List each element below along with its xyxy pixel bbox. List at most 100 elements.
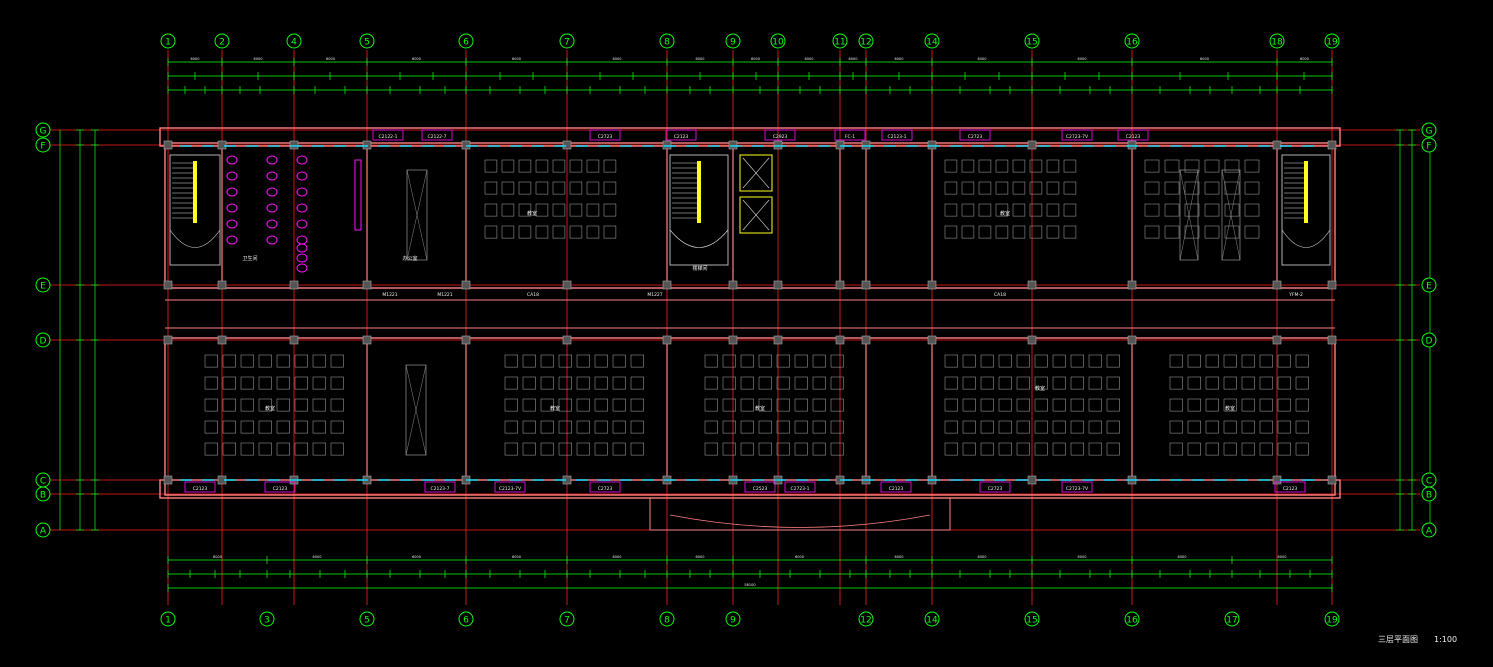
desk [1144,203,1160,217]
desk [330,442,344,456]
axis-bubble-G [1421,122,1437,138]
column [1027,475,1037,485]
desk [1070,354,1084,368]
bottom-dim-axis-value: 6000 [1278,555,1287,559]
column [461,280,471,290]
desk [978,203,992,217]
desk [722,398,736,412]
desk [258,376,272,390]
desk [1106,376,1120,390]
axis-bubble-B [35,486,51,502]
axis-bubble-label: 9 [730,38,736,48]
desk [540,376,554,390]
desk [1259,354,1273,368]
desk [1204,225,1220,239]
column [1127,140,1137,150]
desk [540,442,554,456]
desk [944,354,958,368]
urinal-fixture [296,243,308,253]
bottom-dim-axis-value: 6000 [895,555,904,559]
axis-bubble-9 [725,611,741,627]
desk [312,442,326,456]
column [861,140,871,150]
desk [1259,398,1273,412]
axis-bubble-5 [359,33,375,49]
desk [995,203,1009,217]
desk [484,203,498,217]
axis-bubble-label: 19 [1326,38,1338,48]
axis-bubble-label: E [40,282,46,292]
entrance-canopy [649,498,951,531]
desk [944,398,958,412]
desk [586,159,600,173]
desk [1063,181,1077,195]
axis-bubble-15 [1024,33,1040,49]
desk [1244,181,1260,195]
desk [1223,420,1237,434]
stair-east-landing [1281,229,1331,248]
desk [312,376,326,390]
desk [998,398,1012,412]
toilet-fixture [226,203,238,213]
desk [1205,420,1219,434]
desk [794,354,808,368]
column [1027,335,1037,345]
window-label-box [264,481,296,493]
desk [576,354,590,368]
axis-bubble-F [1421,137,1437,153]
desk [830,354,844,368]
desk [276,420,290,434]
desk [995,159,1009,173]
stair-west-handrail [193,161,197,223]
toilet-fixture [296,171,308,181]
window-label-box [881,129,913,141]
desk [1187,420,1201,434]
toilet-fixture [266,171,278,181]
desk [1187,376,1201,390]
urinal-fixture [296,253,308,263]
desk [294,354,308,368]
top-dim-axis-value: 6000 [849,57,858,61]
desk [603,225,617,239]
desk [1088,354,1102,368]
room-label-classroom: 教室 [550,405,560,412]
axis-bubble-label: 2 [219,38,225,48]
desk [1046,159,1060,173]
axis-bubble-14 [924,611,940,627]
window-label: C2123 [674,134,689,140]
desk [258,354,272,368]
desk [1034,442,1048,456]
desk [1029,159,1043,173]
lab-cabinet-cross [1179,169,1199,261]
desk [569,181,583,195]
desk [980,420,994,434]
desk [1106,354,1120,368]
column [1272,475,1282,485]
desk [980,398,994,412]
door-label: M1221 [437,292,452,298]
desk [576,442,590,456]
desk [1169,420,1183,434]
axis-bubble-label: 12 [860,616,871,626]
axis-bubble-16 [1124,611,1140,627]
desk [1169,398,1183,412]
desk [501,203,515,217]
axis-bubble-4 [286,33,302,49]
desk [558,420,572,434]
column [861,335,871,345]
door-label: M1221 [382,292,397,298]
desk [978,159,992,173]
axis-bubble-label: 5 [364,38,370,48]
window-label-box [834,129,866,141]
axis-bubble-E [35,277,51,293]
window-label-box [979,481,1011,493]
window-label-box [494,481,526,493]
desk [540,354,554,368]
desk [1184,181,1200,195]
axis-bubble-F [35,137,51,153]
window-label-box [424,481,456,493]
bottom-dim-axis-value: 6000 [978,555,987,559]
desk [1241,442,1255,456]
desk [330,420,344,434]
